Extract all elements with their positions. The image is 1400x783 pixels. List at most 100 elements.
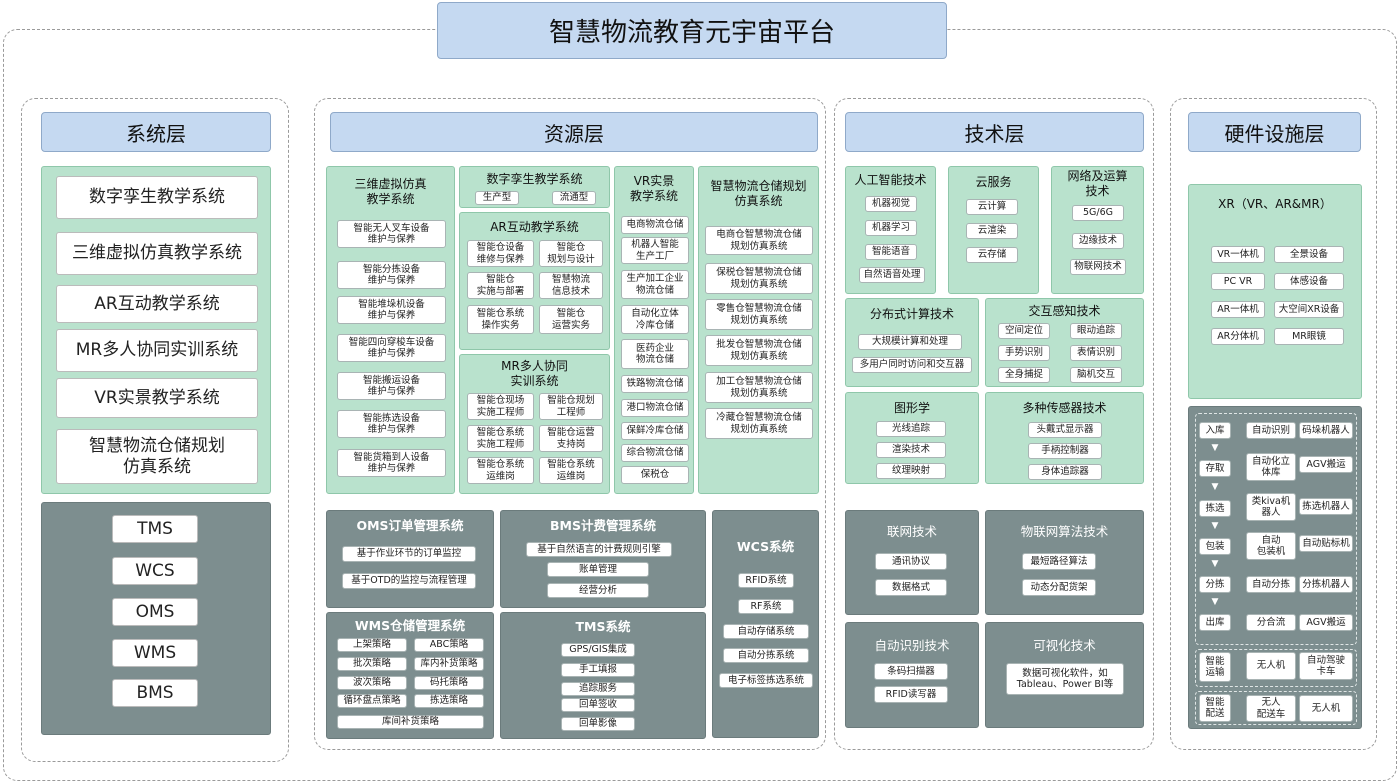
wcs-item[interactable]: 自动存储系统 (723, 624, 809, 639)
auto-id-item[interactable]: RFID读写器 (874, 686, 948, 703)
interaction-item[interactable]: 手势识别 (998, 345, 1050, 361)
ai-item[interactable]: 自然语音处理 (859, 267, 925, 283)
flow-step[interactable]: 包装 (1199, 538, 1231, 555)
vr-item[interactable]: 港口物流仓储 (621, 399, 689, 417)
xr-item[interactable]: AR分体机 (1211, 328, 1265, 345)
system-item[interactable]: VR实景教学系统 (56, 378, 258, 418)
plan-item[interactable]: 保税仓智慧物流仓储 规划仿真系统 (705, 263, 813, 294)
vr-item[interactable]: 保税仓 (621, 466, 689, 484)
flow-equipment[interactable]: 自动分拣 (1246, 576, 1296, 593)
plan-item[interactable]: 电商仓智慧物流仓储 规划仿真系统 (705, 226, 813, 255)
ar-item[interactable]: 智能仓 实施与部署 (467, 272, 534, 299)
xr-item[interactable]: PC VR (1211, 273, 1265, 290)
flow-equipment[interactable]: AGV搬运 (1299, 614, 1353, 631)
transport-item[interactable]: 自动驾驶 卡车 (1299, 652, 1353, 680)
graphics-item[interactable]: 光线追踪 (876, 421, 946, 437)
ops-oms[interactable]: OMS (112, 598, 198, 626)
graphics-item[interactable]: 纹理映射 (876, 463, 946, 479)
wms-item[interactable]: 波次策略 (337, 676, 407, 690)
plan-item[interactable]: 冷藏仓智慧物流仓储 规划仿真系统 (705, 408, 813, 439)
tms-item[interactable]: 手工填报 (561, 663, 635, 677)
tms-item[interactable]: GPS/GIS集成 (561, 643, 635, 657)
interaction-item[interactable]: 眼动追踪 (1070, 323, 1122, 339)
vr-item[interactable]: 综合物流仓储 (621, 444, 689, 462)
vr-item[interactable]: 机器人智能 生产工厂 (621, 237, 689, 264)
vr-item[interactable]: 保鲜冷库仓储 (621, 422, 689, 440)
interaction-item[interactable]: 表情识别 (1070, 345, 1122, 361)
sim3d-item[interactable]: 智能分拣设备 维护与保养 (337, 261, 446, 289)
mr-item[interactable]: 智能仓系统 实施工程师 (467, 425, 534, 452)
ar-item[interactable]: 智慧物流 信息技术 (539, 272, 603, 299)
twin-item[interactable]: 生产型 (475, 191, 519, 205)
vr-item[interactable]: 医药企业 物流仓储 (621, 339, 689, 369)
xr-item[interactable]: MR眼镜 (1274, 328, 1344, 345)
sim3d-item[interactable]: 智能拣选设备 维护与保养 (337, 410, 446, 438)
transport-label[interactable]: 智能 运输 (1199, 652, 1231, 682)
wms-item[interactable]: 库内补货策略 (414, 657, 484, 671)
sensor-item[interactable]: 身体追踪器 (1028, 464, 1102, 480)
mr-item[interactable]: 智能仓规划 工程师 (539, 393, 603, 420)
wcs-item[interactable]: 自动分拣系统 (723, 648, 809, 663)
bms-item[interactable]: 账单管理 (547, 562, 649, 577)
flow-equipment[interactable]: 分拣机器人 (1299, 576, 1353, 593)
oms-item[interactable]: 基于作业环节的订单监控 (342, 546, 476, 562)
iot-algorithm-item[interactable]: 动态分配货架 (1022, 579, 1096, 596)
vr-item[interactable]: 生产加工企业 物流仓储 (621, 270, 689, 299)
xr-item[interactable]: AR一体机 (1211, 301, 1265, 318)
system-item[interactable]: MR多人协同实训系统 (56, 329, 258, 372)
vr-item[interactable]: 自动化立体 冷库仓储 (621, 305, 689, 334)
wms-item[interactable]: 码托策略 (414, 676, 484, 690)
mr-item[interactable]: 智能仓系统 运维岗 (467, 457, 534, 484)
flow-equipment[interactable]: AGV搬运 (1299, 456, 1353, 473)
ai-item[interactable]: 机器视觉 (865, 196, 917, 212)
graphics-item[interactable]: 渲染技术 (876, 442, 946, 458)
flow-equipment[interactable]: 类kiva机 器人 (1246, 493, 1296, 521)
system-item[interactable]: 三维虚拟仿真教学系统 (56, 232, 258, 275)
vr-item[interactable]: 电商物流仓储 (621, 216, 689, 234)
cloud-item[interactable]: 云计算 (966, 199, 1018, 215)
sim3d-item[interactable]: 智能四向穿梭车设备 维护与保养 (337, 334, 446, 362)
vr-item[interactable]: 铁路物流仓储 (621, 375, 689, 393)
oms-item[interactable]: 基于OTD的监控与流程管理 (342, 573, 476, 589)
plan-item[interactable]: 零售仓智慧物流仓储 规划仿真系统 (705, 299, 813, 330)
ar-item[interactable]: 智能仓 运营实务 (539, 305, 603, 334)
ops-wcs[interactable]: WCS (112, 557, 198, 585)
mr-item[interactable]: 智能仓运营 支持岗 (539, 425, 603, 452)
ar-item[interactable]: 智能仓 规划与设计 (539, 240, 603, 267)
system-item[interactable]: 智慧物流仓储规划 仿真系统 (56, 429, 258, 484)
tms-item[interactable]: 回单影像 (561, 717, 635, 731)
wcs-item[interactable]: 电子标签拣选系统 (719, 673, 813, 688)
dist-item[interactable]: 大规模计算和处理 (858, 334, 962, 350)
bms-item[interactable]: 基于自然语言的计费规则引擎 (526, 542, 672, 557)
delivery-item[interactable]: 无人 配送车 (1246, 695, 1296, 722)
flow-equipment[interactable]: 自动贴标机 (1299, 535, 1353, 552)
wms-item[interactable]: ABC策略 (414, 638, 484, 652)
bms-item[interactable]: 经营分析 (547, 583, 649, 598)
twin-item[interactable]: 流通型 (552, 191, 596, 205)
ops-bms[interactable]: BMS (112, 679, 198, 707)
flow-step[interactable]: 存取 (1199, 460, 1231, 477)
xr-item[interactable]: VR一体机 (1211, 246, 1265, 263)
cloud-item[interactable]: 云存储 (966, 247, 1018, 263)
flow-equipment[interactable]: 拣选机器人 (1299, 498, 1353, 515)
wcs-item[interactable]: RF系统 (738, 599, 794, 614)
iot-algorithm-item[interactable]: 最短路径算法 (1022, 553, 1096, 570)
sim3d-item[interactable]: 智能搬运设备 维护与保养 (337, 372, 446, 400)
tms-item[interactable]: 回单签收 (561, 698, 635, 712)
interaction-item[interactable]: 空间定位 (998, 323, 1050, 339)
wms-item[interactable]: 拣选策略 (414, 694, 484, 708)
visualization-item[interactable]: 数据可视化软件，如 Tableau、Power BI等 (1006, 663, 1124, 695)
ar-item[interactable]: 智能仓设备 维修与保养 (467, 240, 534, 267)
ar-item[interactable]: 智能仓系统 操作实务 (467, 305, 534, 334)
wms-item[interactable]: 库间补货策略 (337, 715, 484, 729)
wms-item[interactable]: 循环盘点策略 (337, 694, 407, 708)
ops-wms[interactable]: WMS (112, 639, 198, 667)
delivery-label[interactable]: 智能 配送 (1199, 694, 1231, 722)
plan-item[interactable]: 批发仓智慧物流仓储 规划仿真系统 (705, 335, 813, 366)
sensor-item[interactable]: 头戴式显示器 (1028, 422, 1102, 438)
dist-item[interactable]: 多用户同时访问和交互器 (852, 357, 972, 373)
auto-id-item[interactable]: 条码扫描器 (874, 663, 948, 680)
transport-item[interactable]: 无人机 (1246, 652, 1296, 680)
flow-step[interactable]: 出库 (1199, 614, 1231, 631)
networking-item[interactable]: 数据格式 (875, 579, 947, 596)
